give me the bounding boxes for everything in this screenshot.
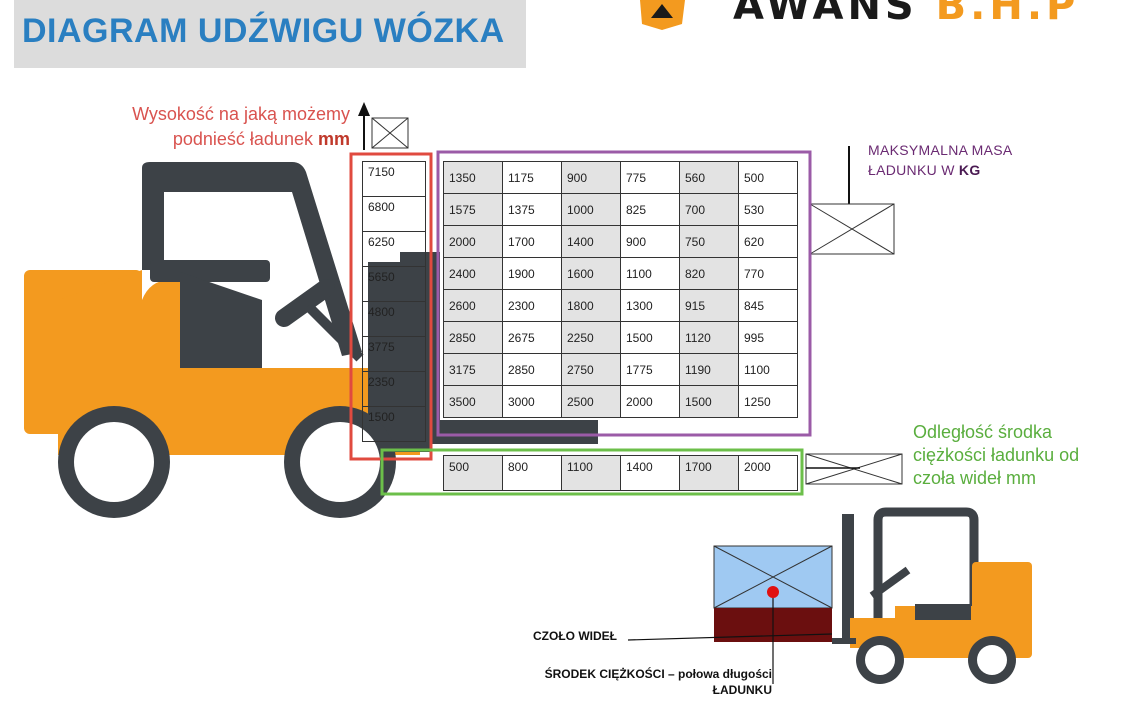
mass-cell: 620 (738, 225, 798, 258)
logo-main: AWANS (733, 0, 918, 29)
distance-cell: 1700 (679, 455, 739, 491)
page-title: DIAGRAM UDŹWIGU WÓZKA (22, 12, 505, 50)
mass-cell: 1600 (561, 257, 621, 290)
mass-cell: 2600 (443, 289, 503, 322)
mass-cell: 900 (620, 225, 680, 258)
center-of-gravity-label: ŚRODEK CIĘŻKOŚCI – połowa długości ŁADUN… (544, 667, 772, 697)
mass-cell: 770 (738, 257, 798, 290)
mass-cell: 2000 (620, 385, 680, 418)
mass-cell: 1700 (502, 225, 562, 258)
mass-cell: 1350 (443, 161, 503, 194)
height-cell: 7150 (362, 161, 426, 197)
mass-cell: 1000 (561, 193, 621, 226)
mass-cell: 900 (561, 161, 621, 194)
height-caption-unit: mm (317, 129, 350, 149)
mass-cell: 1500 (679, 385, 739, 418)
mass-cell: 2675 (502, 321, 562, 354)
mass-cell: 1250 (738, 385, 798, 418)
mass-cell: 1190 (679, 353, 739, 386)
mass-cell: 1400 (561, 225, 621, 258)
mass-cell: 2750 (561, 353, 621, 386)
small-forklift (627, 507, 1032, 684)
mass-cell: 820 (679, 257, 739, 290)
distance-cell: 2000 (738, 455, 798, 491)
logo-suffix: B.H.P (935, 0, 1080, 29)
distance-cell: 1400 (620, 455, 680, 491)
mass-cell: 3175 (443, 353, 503, 386)
mass-cell: 995 (738, 321, 798, 354)
mass-cell: 3000 (502, 385, 562, 418)
mass-cell: 3500 (443, 385, 503, 418)
title-bar (14, 0, 526, 68)
mass-cell: 2500 (561, 385, 621, 418)
height-cell: 2350 (362, 371, 426, 407)
mass-frame (436, 150, 812, 437)
mass-cell: 915 (679, 289, 739, 322)
height-cell: 4800 (362, 301, 426, 337)
mass-cell: 1575 (443, 193, 503, 226)
mass-cell: 750 (679, 225, 739, 258)
distance-frame (380, 448, 804, 496)
mass-cell: 1375 (502, 193, 562, 226)
mass-cell: 775 (620, 161, 680, 194)
mass-cell: 1100 (620, 257, 680, 290)
height-cell: 3775 (362, 336, 426, 372)
mass-caption: MAKSYMALNA MASA ŁADUNKU W KG (868, 140, 1048, 180)
mass-cell: 825 (620, 193, 680, 226)
mass-cell: 1175 (502, 161, 562, 194)
mass-cell: 845 (738, 289, 798, 322)
height-cell: 5650 (362, 266, 426, 302)
mass-cell: 1800 (561, 289, 621, 322)
distance-cell: 800 (502, 455, 562, 491)
height-caption: Wysokość na jaką możemy podnieść ładunek… (96, 102, 350, 152)
mass-cell: 2300 (502, 289, 562, 322)
mass-cell: 2400 (443, 257, 503, 290)
mass-cell: 1300 (620, 289, 680, 322)
mass-cell: 1900 (502, 257, 562, 290)
height-cell: 6250 (362, 231, 426, 267)
mass-cell: 2250 (561, 321, 621, 354)
mass-cell: 2850 (443, 321, 503, 354)
distance-cell: 1100 (561, 455, 621, 491)
mass-cell: 1120 (679, 321, 739, 354)
distance-cell: 500 (443, 455, 503, 491)
fork-face-label: CZOŁO WIDEŁ (533, 629, 617, 643)
height-frame (349, 152, 433, 461)
mass-caption-unit: KG (958, 162, 981, 178)
mass-caption-text: MAKSYMALNA MASA ŁADUNKU W (868, 142, 1012, 178)
mass-cell: 500 (738, 161, 798, 194)
mass-cell: 530 (738, 193, 798, 226)
height-caption-text: Wysokość na jaką możemy podnieść ładunek (132, 104, 350, 149)
mass-cell: 1500 (620, 321, 680, 354)
mass-cell: 700 (679, 193, 739, 226)
height-cell: 6800 (362, 196, 426, 232)
mass-cell: 1775 (620, 353, 680, 386)
mass-cell: 560 (679, 161, 739, 194)
brand-logo: AWANS B.H.P (733, 0, 1079, 26)
mass-cell: 1100 (738, 353, 798, 386)
logo-icon (640, 0, 685, 30)
distance-caption: Odległość środka ciężkości ładunku od cz… (913, 422, 1080, 488)
mass-cell: 2000 (443, 225, 503, 258)
mass-cell: 2850 (502, 353, 562, 386)
height-cell: 1500 (362, 406, 426, 442)
